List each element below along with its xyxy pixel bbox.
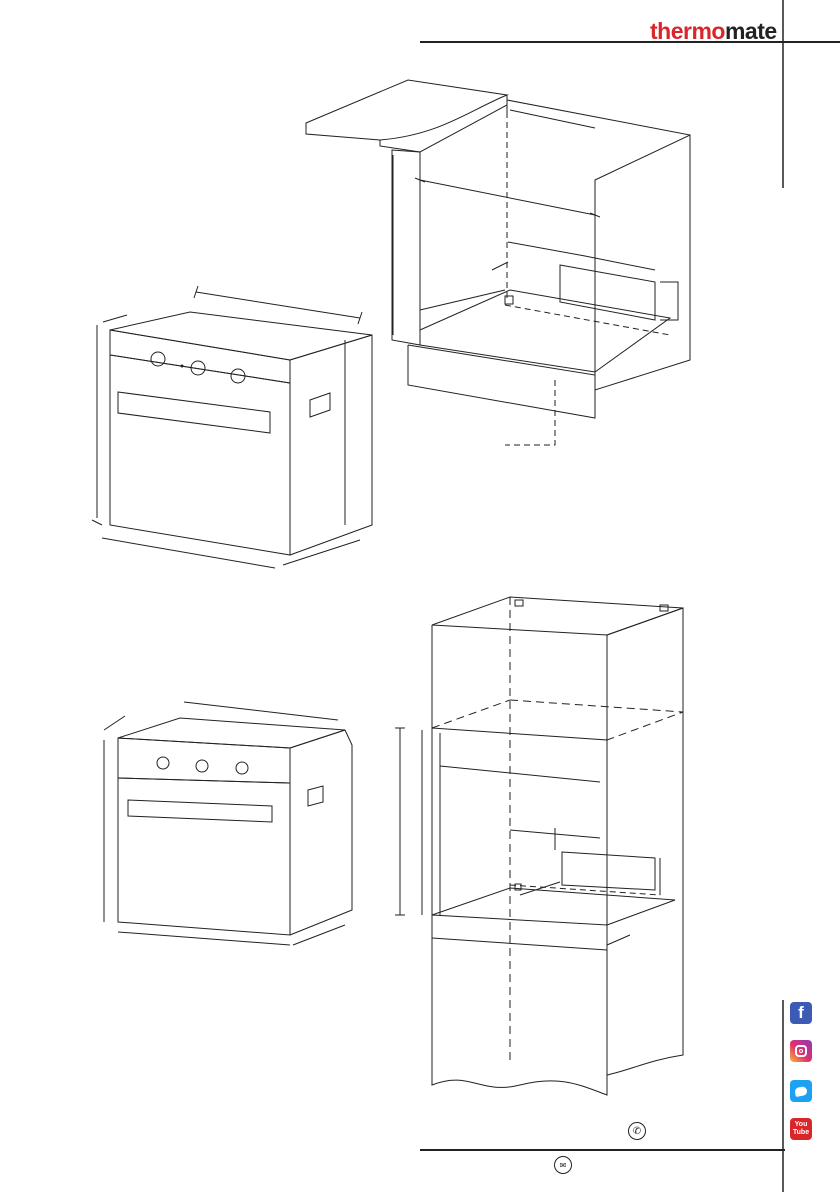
mail-icon: ✉ bbox=[554, 1156, 572, 1174]
twitter-glyph bbox=[794, 1086, 807, 1097]
instagram-icon[interactable] bbox=[790, 1040, 812, 1062]
brand-logo-part1: thermo bbox=[650, 18, 725, 44]
facebook-glyph: f bbox=[798, 1003, 804, 1023]
youtube-glyph-bottom: Tube bbox=[793, 1129, 809, 1137]
instagram-glyph bbox=[795, 1045, 807, 1057]
under-counter-cabinet bbox=[306, 80, 690, 445]
brand-logo-part2: mate bbox=[725, 18, 777, 44]
twitter-icon[interactable] bbox=[790, 1080, 812, 1102]
tall-cabinet bbox=[395, 597, 683, 1095]
phone-icon: ✆ bbox=[628, 1122, 646, 1140]
page-rules bbox=[420, 0, 840, 1192]
oven-lower bbox=[104, 702, 352, 945]
brand-logo: thermomate bbox=[650, 16, 777, 46]
facebook-icon[interactable]: f bbox=[790, 1002, 812, 1024]
youtube-glyph-top: You bbox=[795, 1121, 808, 1129]
oven-upper bbox=[92, 286, 372, 568]
mail-glyph: ✉ bbox=[560, 1161, 567, 1170]
phone-glyph: ✆ bbox=[633, 1126, 641, 1137]
